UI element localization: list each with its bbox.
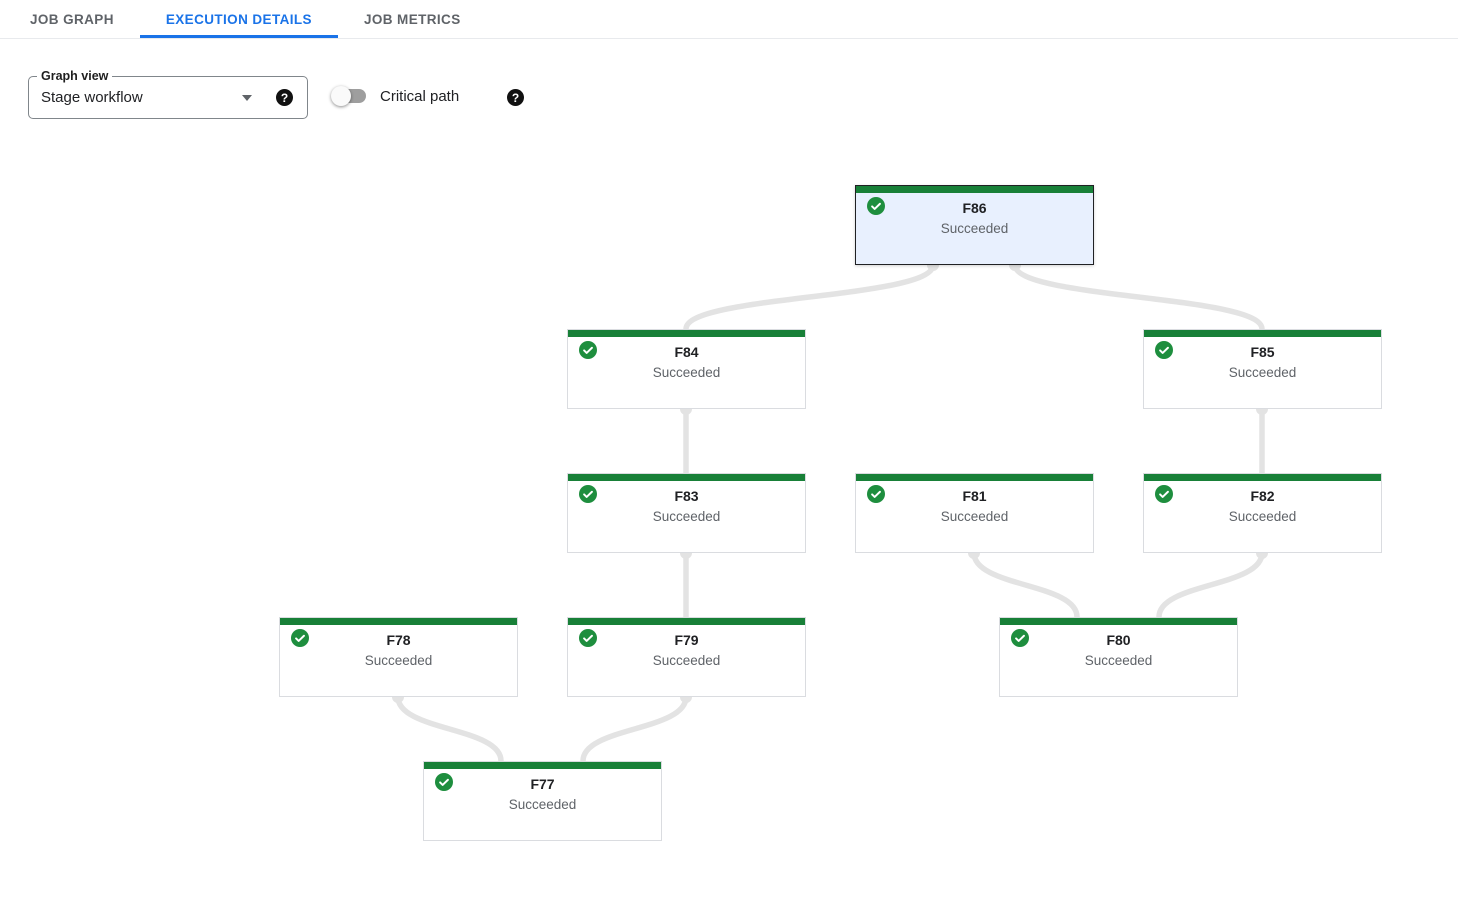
success-check-icon — [1155, 485, 1173, 503]
critical-path-control: Critical path — [331, 86, 459, 106]
stage-label: F84 — [674, 344, 699, 360]
stage-status-bar — [1144, 330, 1381, 337]
success-check-icon — [579, 485, 597, 503]
stage-status-bar — [568, 474, 805, 481]
success-check-icon — [291, 629, 309, 647]
stage-status: Succeeded — [1228, 365, 1297, 380]
success-check-icon — [579, 341, 597, 359]
stage-status-bar — [1144, 474, 1381, 481]
tab-job-metrics[interactable]: JOB METRICS — [363, 11, 461, 27]
stage-status: Succeeded — [940, 221, 1009, 236]
critical-path-help-icon[interactable]: ? — [507, 89, 524, 106]
stage-status-bar — [568, 618, 805, 625]
stage-label: F80 — [1106, 632, 1131, 648]
graph-view-label: Graph view — [37, 68, 113, 84]
stage-status-bar — [856, 186, 1093, 193]
edge-F86-F84 — [683, 264, 936, 330]
graph-view-help-icon[interactable]: ? — [276, 89, 293, 106]
success-check-icon — [1011, 629, 1029, 647]
success-check-icon — [867, 485, 885, 503]
stage-status-bar — [568, 330, 805, 337]
stage-status: Succeeded — [652, 653, 721, 668]
stage-status-bar — [1000, 618, 1237, 625]
edge-F81-F80 — [971, 552, 1080, 618]
job-tabs: JOB GRAPH EXECUTION DETAILS JOB METRICS — [0, 0, 1458, 39]
tab-job-graph[interactable]: JOB GRAPH — [30, 11, 114, 27]
edge-F79-F77 — [580, 696, 689, 762]
stage-label: F79 — [674, 632, 699, 648]
stage-label: F78 — [386, 632, 411, 648]
critical-path-toggle[interactable] — [331, 86, 368, 106]
stage-label: F85 — [1250, 344, 1275, 360]
stage-status-bar — [424, 762, 661, 769]
critical-path-label: Critical path — [380, 87, 460, 105]
stage-status-bar — [280, 618, 517, 625]
tab-execution-details[interactable]: EXECUTION DETAILS — [140, 0, 338, 38]
stage-status: Succeeded — [1084, 653, 1153, 668]
stage-label: F86 — [962, 200, 987, 216]
success-check-icon — [1155, 341, 1173, 359]
success-check-icon — [435, 773, 453, 791]
stage-label: F81 — [962, 488, 987, 504]
success-check-icon — [867, 197, 885, 215]
stage-status: Succeeded — [652, 509, 721, 524]
stage-label: F77 — [530, 776, 555, 792]
stage-label: F83 — [674, 488, 699, 504]
stage-status: Succeeded — [364, 653, 433, 668]
toggle-thumb-icon — [331, 86, 351, 106]
stage-status: Succeeded — [652, 365, 721, 380]
edge-F82-F80 — [1156, 552, 1265, 618]
graph-view-value: Stage workflow — [41, 89, 143, 106]
edge-F86-F85 — [1012, 264, 1265, 330]
chevron-down-icon — [242, 94, 252, 101]
stage-status: Succeeded — [508, 797, 577, 812]
stage-status: Succeeded — [1228, 509, 1297, 524]
stage-status-bar — [856, 474, 1093, 481]
graph-view-select[interactable]: Graph view Stage workflow ? — [28, 68, 308, 119]
success-check-icon — [579, 629, 597, 647]
stage-label: F82 — [1250, 488, 1275, 504]
stage-status: Succeeded — [940, 509, 1009, 524]
edge-F78-F77 — [395, 696, 504, 762]
